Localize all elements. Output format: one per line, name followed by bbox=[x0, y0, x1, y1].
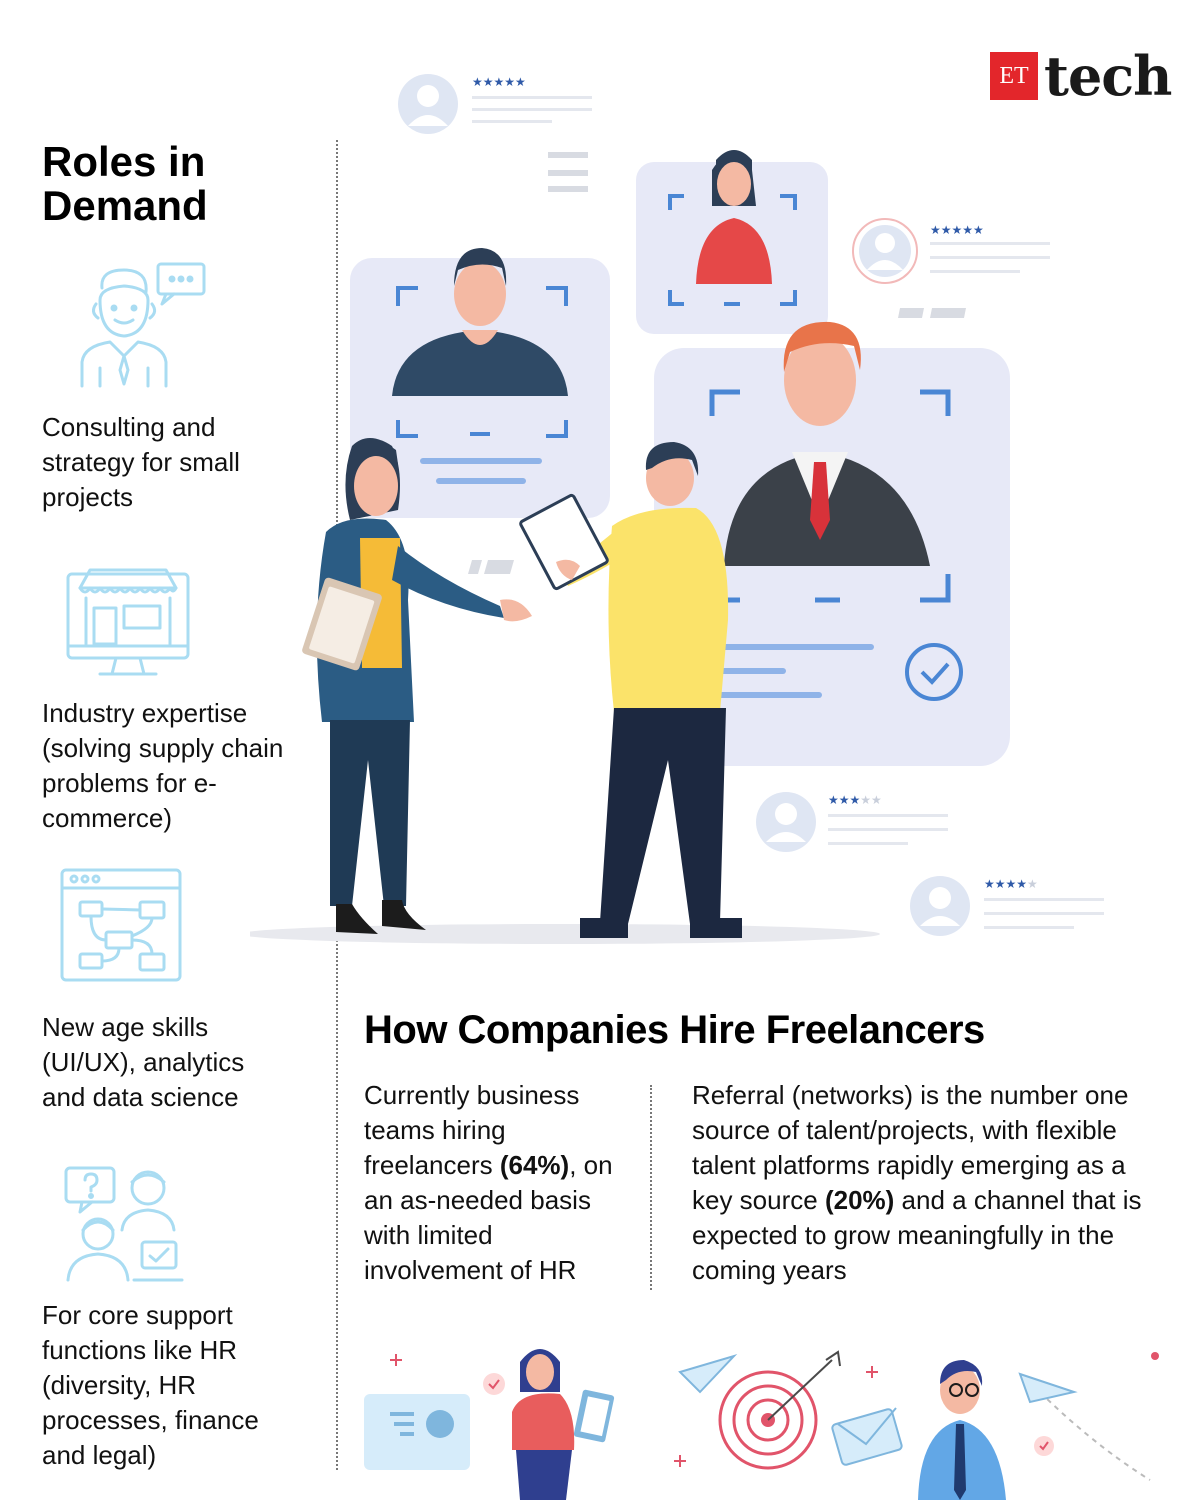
hire-left-text-start: Currently business teams hiring freelanc… bbox=[364, 1080, 580, 1180]
svg-text:★★★★★: ★★★★★ bbox=[472, 75, 526, 89]
profile-card-man-right bbox=[654, 321, 1010, 766]
man-with-glasses bbox=[918, 1360, 1006, 1500]
svg-text:★★★★★: ★★★★★ bbox=[930, 223, 984, 237]
bottom-illustration bbox=[350, 1330, 1180, 1500]
hire-section-title: How Companies Hire Freelancers bbox=[364, 1008, 985, 1052]
woman-figure bbox=[302, 438, 532, 934]
paper-plane-icon bbox=[678, 1353, 738, 1394]
logo-et-mark: ET bbox=[990, 52, 1038, 100]
hiring-illustration: ★★★★★ ★★★★★ ★★★★★ bbox=[240, 60, 1150, 960]
consultant-icon bbox=[60, 258, 210, 388]
role-item-core-support: For core support functions like HR (dive… bbox=[42, 1300, 259, 1470]
hire-left-text-end: , on an as-needed basis with limited inv… bbox=[364, 1150, 613, 1285]
id-card-icon bbox=[364, 1394, 470, 1470]
paragraph-divider bbox=[650, 1085, 652, 1290]
hire-right-text-start: Referral (networks) is the number one so… bbox=[692, 1080, 1129, 1215]
review-card-bottom: ★★★★★ bbox=[910, 876, 1104, 936]
flowchart-icon bbox=[60, 866, 210, 996]
storefront-monitor-icon bbox=[60, 560, 210, 690]
profile-card-man-left bbox=[350, 248, 610, 518]
hire-left-percentage: (64%) bbox=[499, 1150, 570, 1180]
role-item-consulting: Consulting and strategy for small projec… bbox=[42, 412, 240, 512]
woman-with-clipboard bbox=[512, 1349, 615, 1500]
support-team-icon bbox=[60, 1160, 210, 1290]
hire-right-percentage: (20%) bbox=[824, 1185, 895, 1215]
svg-text:★★★★★: ★★★★★ bbox=[828, 793, 882, 807]
target-icon bbox=[718, 1350, 841, 1470]
profile-card-woman bbox=[636, 150, 828, 334]
card-stripes bbox=[468, 308, 966, 574]
role-item-new-age-skills: New age skills (UI/UX), analytics and da… bbox=[42, 1012, 245, 1112]
review-card-right: ★★★★★ bbox=[852, 218, 1050, 284]
hire-stat-referral: Referral (networks) is the number one so… bbox=[692, 1078, 1172, 1288]
man-figure bbox=[519, 442, 742, 938]
paper-plane-icon-right bbox=[1018, 1372, 1078, 1404]
review-card-mid: ★★★★★ bbox=[756, 792, 948, 852]
hire-right-text-end: and a channel that is expected to grow m… bbox=[692, 1185, 1142, 1285]
role-item-industry-expertise: Industry expertise (solving supply chain… bbox=[42, 698, 284, 833]
review-card-top: ★★★★★ bbox=[398, 74, 592, 192]
roles-title: Roles in Demand bbox=[42, 138, 208, 229]
logo-tech-wordmark: tech bbox=[1044, 44, 1172, 108]
hire-stat-business-teams: Currently business teams hiring freelanc… bbox=[364, 1078, 624, 1288]
plus-decorations bbox=[390, 1354, 878, 1467]
et-tech-logo: ET tech bbox=[990, 44, 1172, 108]
svg-text:★★★★★: ★★★★★ bbox=[984, 877, 1038, 891]
envelope-icon bbox=[831, 1407, 903, 1466]
